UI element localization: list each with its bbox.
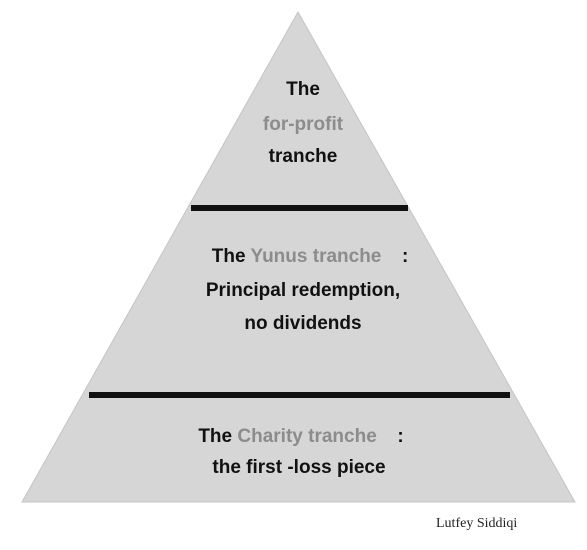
tier-middle-colon: : [401,246,409,267]
tier-top-line1: The [286,79,320,100]
tier-bottom-colon: : [397,426,404,447]
author-credit: Lutfey Siddiqi [436,516,518,531]
tier-top-name: for-profit [262,114,344,135]
tier-top-line3: tranche [268,146,338,167]
tier-bottom-the: The [198,426,233,447]
tier-middle-line2: Principal redemption, [205,280,401,301]
tier-middle-line1: The Yunus tranche : [0,246,587,268]
tier-middle-the: The [211,246,246,267]
tier-middle-name: Yunus tranche [250,246,382,267]
tier-bottom-line2: the first -loss piece [212,457,386,478]
tier-bottom-name: Charity tranche [237,426,377,447]
divider-bottom [89,392,510,398]
tier-middle-line3: no dividends [244,313,362,334]
pyramid-shape [21,10,576,503]
tier-bottom-line1: The Charity tranche : [0,426,587,448]
divider-top [191,205,408,211]
